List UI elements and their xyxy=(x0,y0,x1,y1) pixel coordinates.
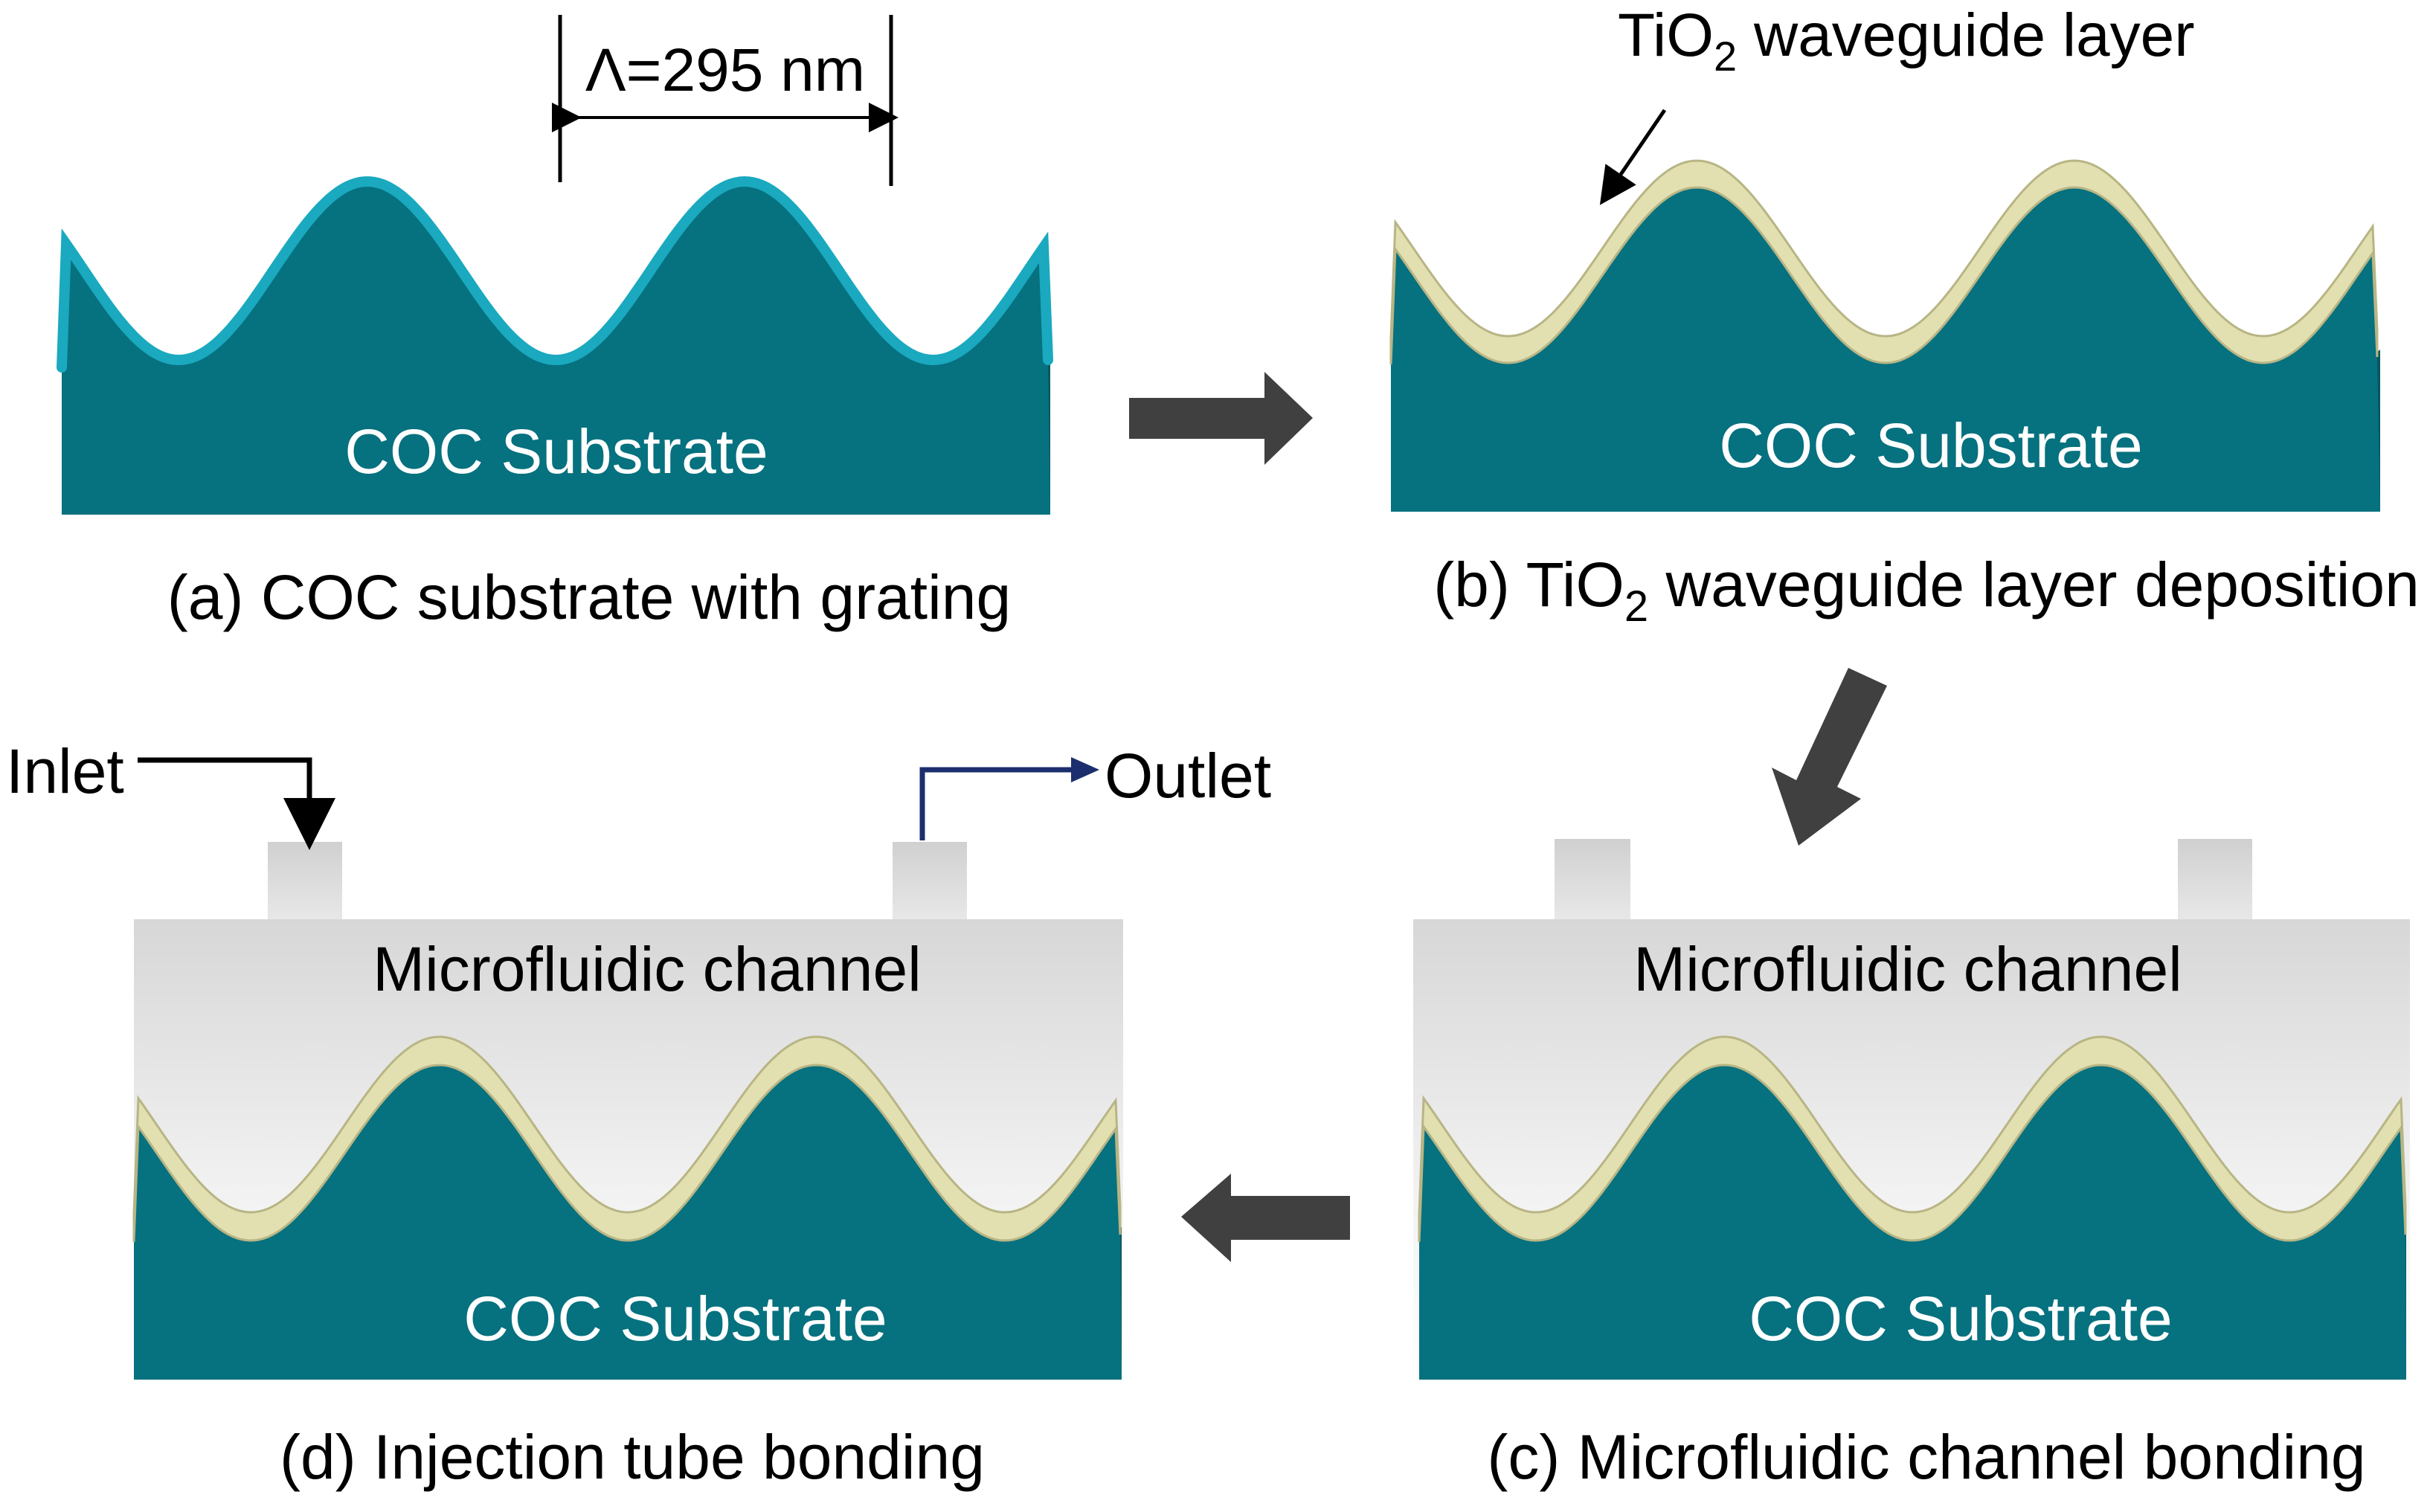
process-arrow-left xyxy=(1181,1174,1350,1262)
callout-text: TiO xyxy=(1618,1,1714,69)
inlet-tube xyxy=(268,842,342,921)
coc-substrate xyxy=(62,178,1050,515)
coc-substrate xyxy=(1419,1065,2406,1380)
tube-port-left xyxy=(1555,839,1630,921)
coc-substrate xyxy=(134,1065,1122,1380)
tio2-callout: TiO2 waveguide layer xyxy=(1618,1,2195,80)
inlet-flow-arrow xyxy=(138,757,335,850)
outlet-flow-arrow xyxy=(919,767,1071,840)
panel-c: Microfluidic channel COC Substrate (c) M… xyxy=(1413,839,2410,1492)
callout-text-rest: waveguide layer xyxy=(1737,1,2194,69)
substrate-label-d: COC Substrate xyxy=(463,1284,887,1354)
process-arrow-diagonal xyxy=(1772,668,1887,846)
caption-a: (a) COC substrate with grating xyxy=(167,562,1011,632)
outlet-arrow-head xyxy=(1071,757,1099,782)
channel-label-d: Microfluidic channel xyxy=(373,934,922,1004)
callout-pointer xyxy=(1599,109,1667,205)
outlet-tube xyxy=(893,842,967,921)
callout-subscript: 2 xyxy=(1714,33,1737,80)
channel-label-c: Microfluidic channel xyxy=(1633,934,2182,1004)
caption-b: (b) TiO2 waveguide layer deposition xyxy=(1433,550,2420,631)
period-label: Λ=295 nm xyxy=(585,36,865,104)
substrate-label-a: COC Substrate xyxy=(344,416,768,486)
process-arrow-right xyxy=(1129,372,1313,465)
caption-d: (d) Injection tube bonding xyxy=(280,1422,985,1492)
tube-port-right xyxy=(2178,839,2252,921)
panel-a: Λ=295 nm COC Substrate (a) COC substrate… xyxy=(57,15,1053,632)
caption-b-subscript: 2 xyxy=(1624,582,1648,631)
grating-highlight xyxy=(57,176,1053,373)
caption-c: (c) Microfluidic channel bonding xyxy=(1487,1422,2365,1492)
tio2-waveguide-layer xyxy=(132,1035,1122,1243)
panel-b: TiO2 waveguide layer COC Substrate (b) T… xyxy=(1389,1,2420,631)
outlet-label: Outlet xyxy=(1105,741,1271,811)
tio2-waveguide-layer xyxy=(1389,159,2379,365)
tio2-waveguide-layer xyxy=(1418,1035,2407,1243)
panel-d: Inlet Outlet Microfluidic channel COC Su… xyxy=(6,736,1271,1492)
inlet-label: Inlet xyxy=(6,736,124,806)
substrate-label-b: COC Substrate xyxy=(1719,411,2143,480)
coc-substrate xyxy=(1391,187,2380,512)
caption-b-text: (b) TiO xyxy=(1433,550,1624,620)
caption-b-text-rest: waveguide layer deposition xyxy=(1648,550,2420,620)
substrate-label-c: COC Substrate xyxy=(1749,1284,2173,1354)
